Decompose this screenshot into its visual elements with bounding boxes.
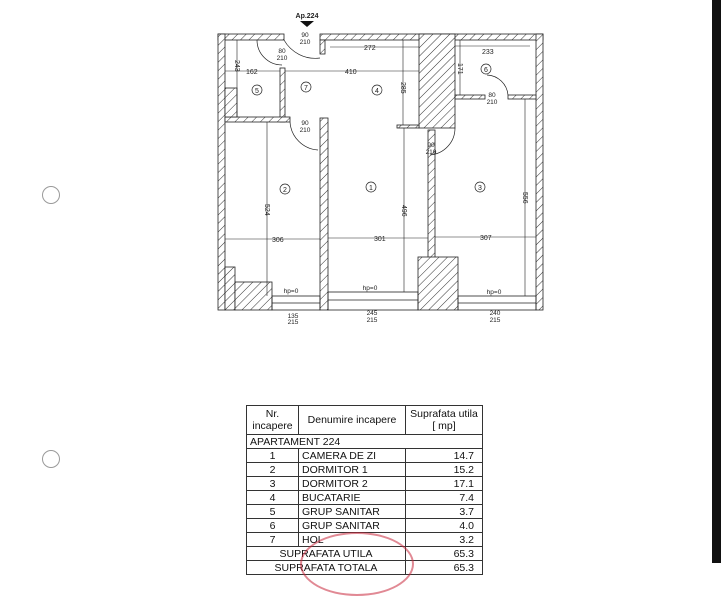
dim-label: 556 xyxy=(521,192,528,204)
dim-label: 306 xyxy=(272,237,284,244)
label: 210 xyxy=(300,39,311,46)
label: 15.2 xyxy=(405,462,483,477)
label: 3 xyxy=(246,476,299,491)
binder-hole xyxy=(42,450,60,468)
label: 4 xyxy=(375,88,379,95)
dim-label: 496 xyxy=(400,205,407,217)
label: hp=0 xyxy=(363,285,378,292)
label: 210 xyxy=(277,55,288,62)
dim-label: 410 xyxy=(345,69,357,76)
label: 4 xyxy=(246,490,299,505)
label: 1 xyxy=(246,448,299,463)
dim-label: 524 xyxy=(263,204,270,216)
label: DORMITOR 1 xyxy=(298,462,406,477)
apartment-marker: Ap.224 xyxy=(296,13,319,27)
label: 215 xyxy=(367,317,378,324)
label: 215 xyxy=(288,319,299,326)
floor-plan: 272 162 410 233 243 285 171 524 496 556 … xyxy=(217,13,544,326)
label: 14.7 xyxy=(405,448,483,463)
label: 4.0 xyxy=(405,518,483,533)
label: DORMITOR 2 xyxy=(298,476,406,491)
label: 6 xyxy=(246,518,299,533)
windows xyxy=(271,291,537,311)
label: 2 xyxy=(246,462,299,477)
label: 3.2 xyxy=(405,532,483,547)
label: 210 xyxy=(426,149,437,156)
label: 240 xyxy=(490,310,501,317)
label: 5 xyxy=(246,504,299,519)
label: 90 xyxy=(427,142,435,149)
label: 6 xyxy=(484,67,488,74)
page-edge xyxy=(712,0,721,563)
label: 7.4 xyxy=(405,490,483,505)
label: 210 xyxy=(300,127,311,134)
header-name: Denumire incapere xyxy=(298,405,406,435)
dimension-labels: 272 162 410 233 243 285 171 524 496 556 … xyxy=(233,45,528,244)
label: 2 xyxy=(283,187,287,194)
label: 90 xyxy=(301,120,309,127)
label: 7 xyxy=(304,85,308,92)
label: 3.7 xyxy=(405,504,483,519)
label: 7 xyxy=(246,532,299,547)
header-area: Suprafata utila [ mp] xyxy=(405,405,483,435)
dim-label: 243 xyxy=(233,60,240,72)
walls xyxy=(217,33,544,311)
dim-label: 233 xyxy=(482,49,494,56)
label: 135 xyxy=(288,313,299,320)
door-swings xyxy=(256,39,509,156)
dim-label: 301 xyxy=(374,236,386,243)
label: hp=0 xyxy=(284,288,299,295)
label: 80 xyxy=(488,92,496,99)
dim-label: 307 xyxy=(480,235,492,242)
room-numbers: 1 2 3 4 5 6 7 xyxy=(251,63,492,195)
binder-hole xyxy=(42,186,60,204)
label: 215 xyxy=(490,317,501,324)
label: CAMERA DE ZI xyxy=(298,448,406,463)
label: 65.3 xyxy=(405,546,483,561)
header-nr: Nr. incapere xyxy=(246,405,299,435)
apartment-label: Ap.224 xyxy=(296,13,319,20)
label: BUCATARIE xyxy=(298,490,406,505)
dim-label: 272 xyxy=(364,45,376,52)
label: GRUP SANITAR xyxy=(298,518,406,533)
stamp xyxy=(300,532,414,596)
dim-label: 162 xyxy=(246,69,258,76)
label: hp=0 xyxy=(487,289,502,296)
label: 245 xyxy=(367,310,378,317)
label: 5 xyxy=(255,88,259,95)
label: GRUP SANITAR xyxy=(298,504,406,519)
label: 80 xyxy=(278,48,286,55)
label: 17.1 xyxy=(405,476,483,491)
label: 3 xyxy=(478,185,482,192)
section-row: APARTAMENT 224 xyxy=(246,434,483,449)
label: 90 xyxy=(301,32,309,39)
dim-label: 171 xyxy=(456,63,463,75)
label: 210 xyxy=(487,99,498,106)
dimension-lines xyxy=(225,40,536,296)
label: 1 xyxy=(369,185,373,192)
dim-label: 285 xyxy=(399,82,406,94)
